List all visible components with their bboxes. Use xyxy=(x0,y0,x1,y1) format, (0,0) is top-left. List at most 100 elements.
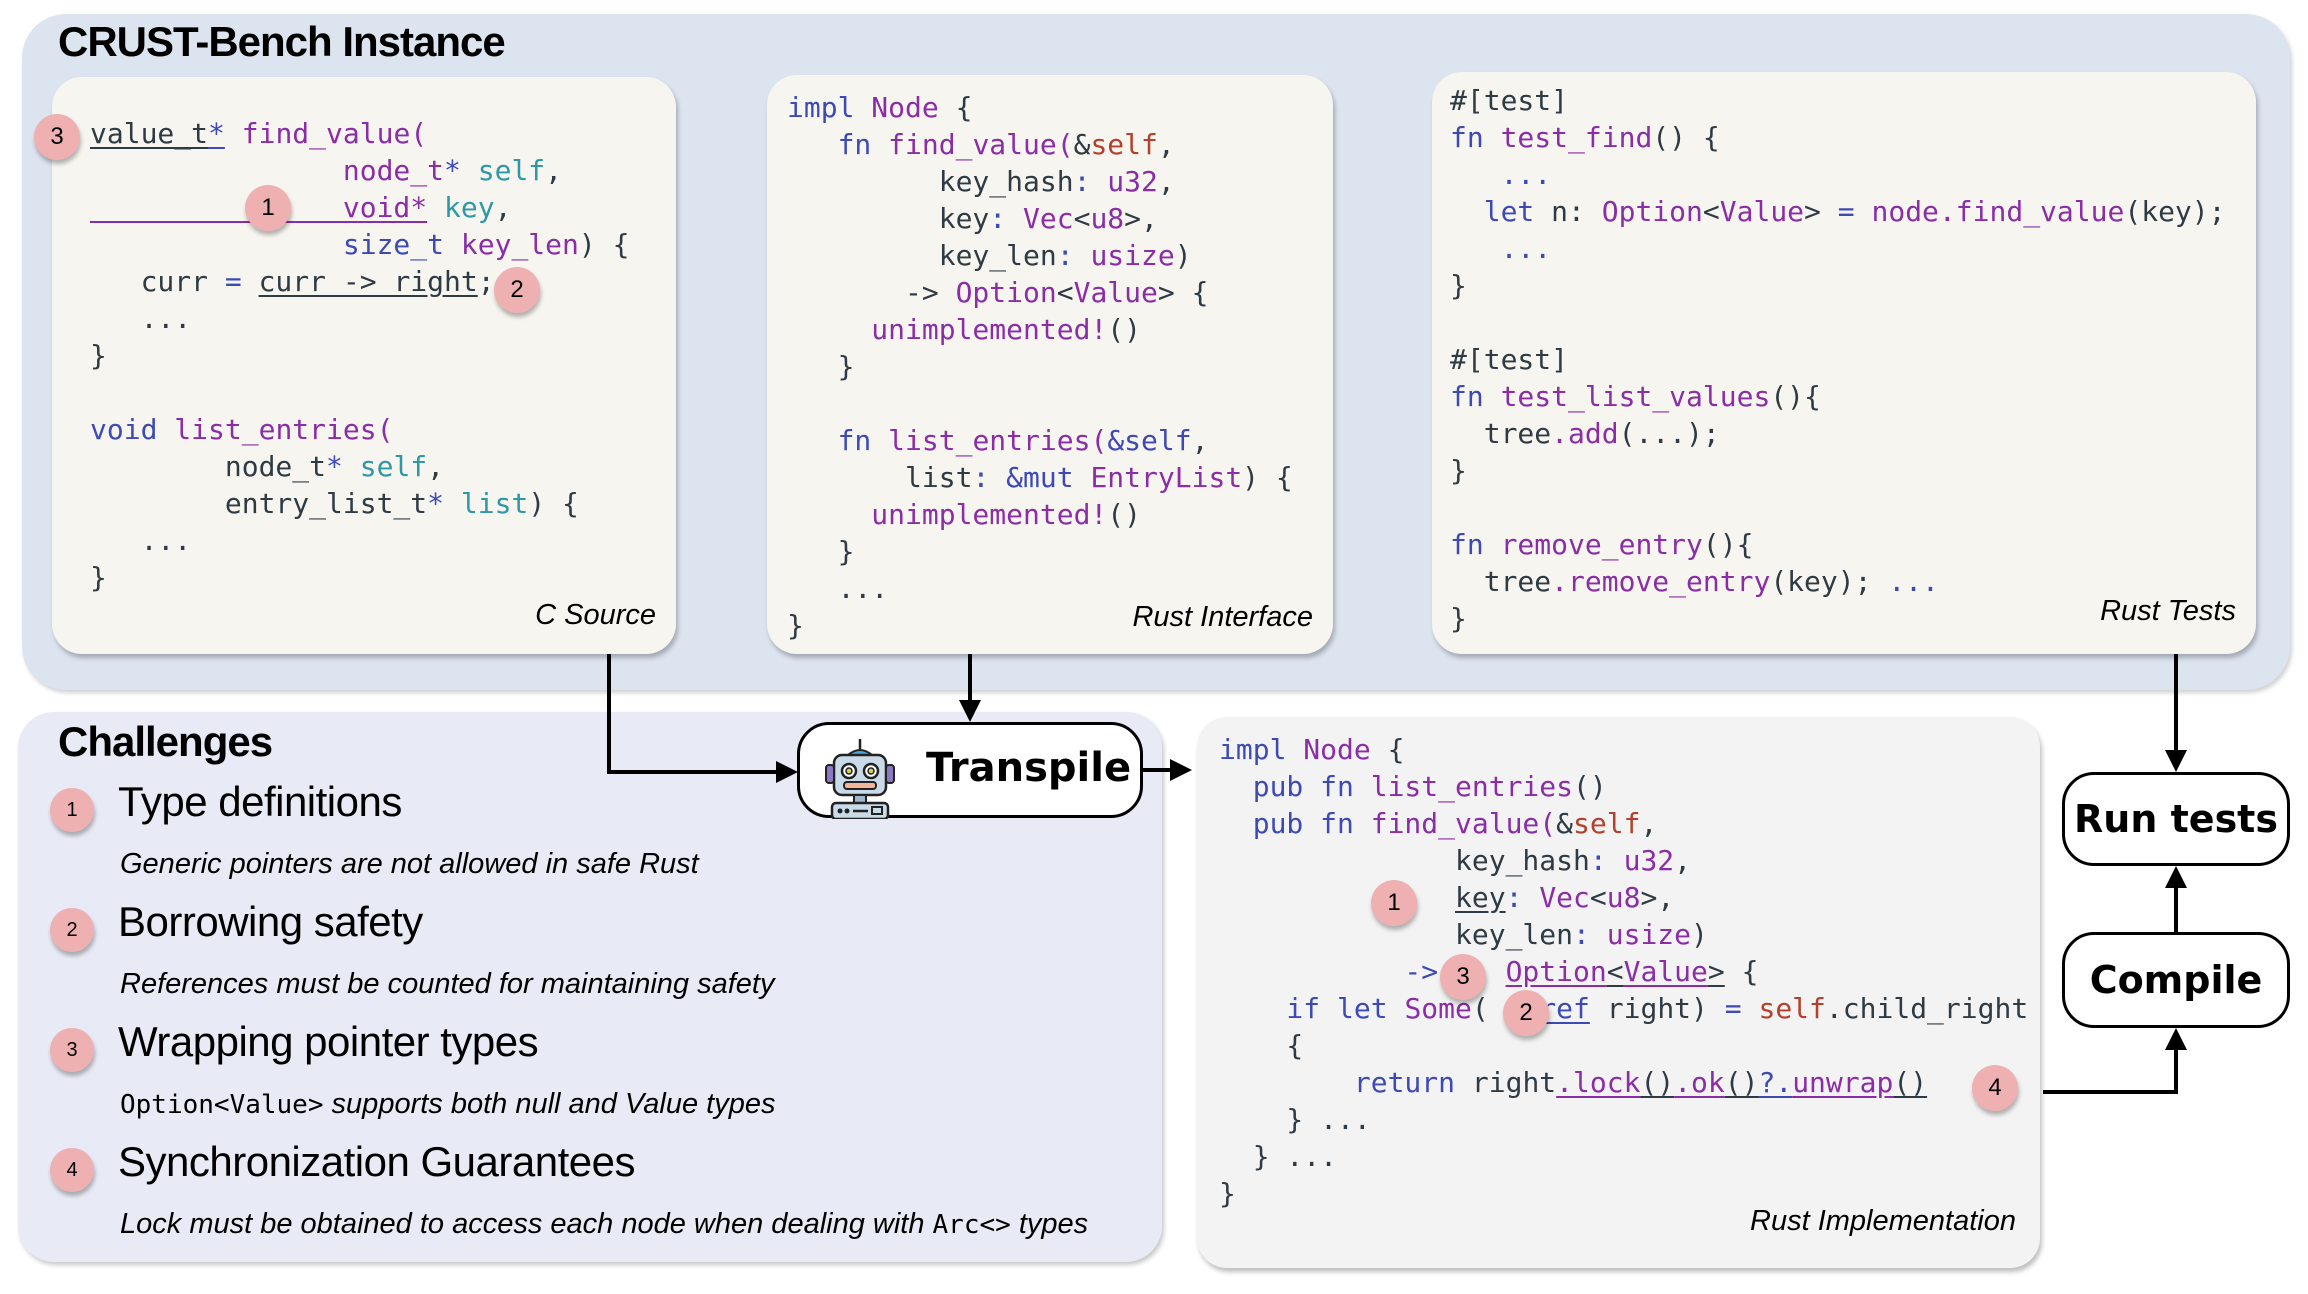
code-token: : xyxy=(1573,918,1607,951)
code-token: .child_right xyxy=(1825,992,2029,1025)
code-token: < xyxy=(1589,881,1607,914)
code-token: list_entries( xyxy=(174,413,394,446)
code-token: ) { xyxy=(1242,461,1293,494)
code-token: list xyxy=(787,461,973,494)
arrowhead-compile-to-run xyxy=(2165,866,2187,888)
code-token: , xyxy=(1191,424,1209,457)
code-line: } ... xyxy=(1219,1101,2028,1138)
code-token: () { xyxy=(1652,121,1720,154)
code-token: = xyxy=(224,265,259,298)
code-line: key: Vec<u8>, xyxy=(1219,879,2028,916)
code-token: : xyxy=(972,461,1007,494)
description-text: Generic pointers are not allowed in safe… xyxy=(120,848,699,880)
arrow-compile-up xyxy=(2174,886,2178,932)
arrow-c-source-right xyxy=(607,770,777,774)
code-token: tree xyxy=(1450,565,1552,598)
code-token xyxy=(1219,881,1455,914)
code-line xyxy=(90,374,629,411)
code-line: { xyxy=(1219,1027,2028,1064)
code-token: u32 xyxy=(1107,165,1158,198)
challenge-badge-1: 1 xyxy=(50,788,94,832)
code-token: } xyxy=(1450,602,1467,635)
transpile-label: Transpile xyxy=(926,745,1132,791)
code-token: self xyxy=(359,450,428,483)
code-token: : xyxy=(1589,844,1624,877)
code-token: test_find xyxy=(1500,121,1653,154)
code-token: list xyxy=(460,487,529,520)
code-line: node_t* self, xyxy=(90,152,629,189)
code-token: , xyxy=(427,450,445,483)
code-token: ... xyxy=(787,572,889,605)
code-token: Value xyxy=(1719,195,1805,228)
code-token: fn xyxy=(787,424,889,457)
code-line: fn test_find() { xyxy=(1450,119,2226,156)
description-text: Lock must be obtained to access each nod… xyxy=(120,1208,933,1240)
code-token: } xyxy=(1219,1177,1236,1210)
code-token: } ... xyxy=(1219,1103,1371,1136)
code-token: -> xyxy=(1219,955,1506,988)
code-token: * xyxy=(326,450,360,483)
code-token: self xyxy=(1758,992,1826,1025)
code-line: list: &mut EntryList) { xyxy=(787,459,1293,496)
challenge-badge-3: 3 xyxy=(34,114,80,160)
code-token: { xyxy=(1387,733,1405,766)
code-token: list_entries xyxy=(1370,770,1574,803)
code-token: self xyxy=(1573,807,1641,840)
arrowhead-run-tests xyxy=(2165,750,2187,772)
code-token: Vec xyxy=(1539,881,1590,914)
challenge-badge-4: 4 xyxy=(1972,1065,2018,1111)
code-token: < xyxy=(1606,955,1624,988)
code-token: ... xyxy=(1450,232,1552,265)
code-token: impl xyxy=(787,91,872,124)
code-token: void* xyxy=(342,191,428,224)
code-line: } xyxy=(1450,600,2226,637)
code-token: (key); xyxy=(2124,195,2226,228)
code-token: key xyxy=(1455,881,1506,914)
code-line: ... xyxy=(1450,156,2226,193)
code-line xyxy=(787,385,1293,422)
code-line: unimplemented!() xyxy=(787,311,1293,348)
code-line: } xyxy=(787,607,1293,644)
rust-tests-panel: #[test]fn test_find() { ... let n: Optio… xyxy=(1432,72,2256,654)
code-token: key_len xyxy=(444,228,579,261)
code-token: >, xyxy=(1640,881,1675,914)
code-token: (...); xyxy=(1618,417,1720,450)
code-line: tree.remove_entry(key); ... xyxy=(1450,563,2226,600)
run-tests-box: Run tests xyxy=(2062,772,2290,866)
code-line: key_len: usize) xyxy=(787,237,1293,274)
code-token: self xyxy=(477,154,546,187)
code-token: () xyxy=(1640,1066,1675,1099)
code-token: &self xyxy=(1107,424,1192,457)
arrowhead-interface xyxy=(959,700,981,722)
code-token: { xyxy=(1219,1029,1304,1062)
rust-interface-caption: Rust Interface xyxy=(1132,601,1313,633)
code-token: key_hash xyxy=(1219,844,1590,877)
challenges-title: Challenges xyxy=(58,718,273,765)
code-line xyxy=(1450,304,2226,341)
challenge-description: Generic pointers are not allowed in safe… xyxy=(120,848,699,881)
code-token: let xyxy=(1450,195,1552,228)
code-line: void* key, xyxy=(90,189,629,226)
challenge-title: Borrowing safety xyxy=(118,898,423,945)
rust-implementation-panel: impl Node { pub fn list_entries() pub fn… xyxy=(1197,717,2040,1268)
code-token: ... xyxy=(1888,565,1939,598)
code-token: () xyxy=(1107,313,1142,346)
challenge-description: Option<Value> supports both null and Val… xyxy=(120,1088,775,1121)
code-token: fn xyxy=(1450,121,1501,154)
arrowhead-to-transpile xyxy=(776,761,798,783)
code-line: } xyxy=(1450,452,2226,489)
code-line: } xyxy=(1450,267,2226,304)
code-token: unwrap xyxy=(1792,1066,1894,1099)
code-line: entry_list_t* list) { xyxy=(90,485,629,522)
code-token: ) { xyxy=(528,487,579,520)
code-token: .lock xyxy=(1556,1066,1641,1099)
description-text: References must be counted for maintaini… xyxy=(120,968,775,1000)
code-token: right xyxy=(1471,1066,1557,1099)
code-token: fn xyxy=(1450,380,1501,413)
challenge-title: Synchronization Guarantees xyxy=(118,1138,635,1185)
code-token: > xyxy=(1707,955,1725,988)
code-token: key xyxy=(787,202,990,235)
code-token: .ok xyxy=(1674,1066,1725,1099)
challenge-badge-3: 3 xyxy=(50,1028,94,1072)
code-line: } xyxy=(787,533,1293,570)
